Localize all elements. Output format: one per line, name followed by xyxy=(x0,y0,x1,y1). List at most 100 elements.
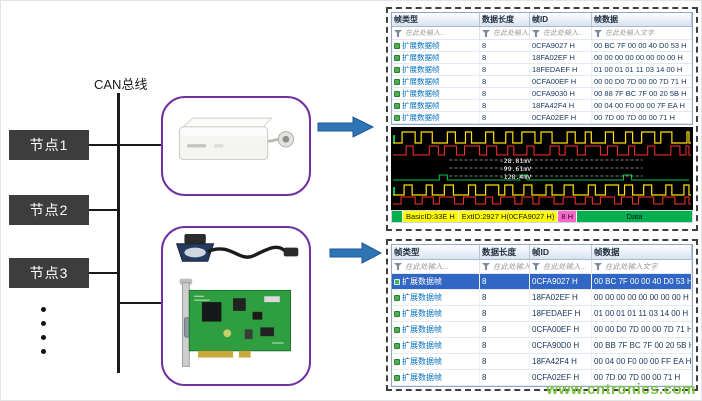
data-length-cell: 8 xyxy=(480,354,530,369)
frame-id-cell: 18FEDAEF H xyxy=(530,306,592,321)
data-length-cell: 8 xyxy=(480,306,530,321)
frame-icon xyxy=(394,326,400,333)
filter-funnel-icon[interactable] xyxy=(594,29,603,38)
decode-bar-segment: BasicID:33E H xyxy=(403,211,458,222)
filter-funnel-icon[interactable] xyxy=(532,262,541,271)
filter-input[interactable]: 在此处输入... xyxy=(480,27,530,39)
data-length-cell: 8 xyxy=(480,322,530,337)
data-length-cell: 8 xyxy=(480,274,530,289)
frame-id-cell: 0CFA02EF H xyxy=(530,112,592,123)
data-length-cell: 8 xyxy=(480,52,530,63)
column-header[interactable]: 数据长度 xyxy=(480,13,530,26)
column-header[interactable]: 数据长度 xyxy=(480,245,530,259)
frame-icon xyxy=(394,278,400,285)
frame-id-cell: 0CFA00EF H xyxy=(530,322,592,337)
column-header[interactable]: 帧类型 xyxy=(392,13,480,26)
frame-data-cell: 00 00 D0 7D 00 00 7D 71 H xyxy=(592,322,692,337)
watermark-text: www.cntronics.com xyxy=(546,381,696,398)
cursor-measurement-2: -99.61mV xyxy=(500,165,532,173)
frame-icon xyxy=(394,310,400,317)
frame-table-bottom: 帧类型数据长度帧ID帧数据在此处输入...在此处输入...在此处输入...在此处… xyxy=(391,244,693,387)
filter-input[interactable]: 在此处输入... xyxy=(480,260,530,273)
frame-data-cell: 01 00 01 01 11 03 14 00 H xyxy=(592,306,692,321)
filter-input[interactable]: 在此处输入... xyxy=(530,27,592,39)
frame-icon xyxy=(394,66,400,73)
frame-data-cell: 00 BC 7F 00 00 40 D0 53 H xyxy=(592,40,692,51)
column-header[interactable]: 帧类型 xyxy=(392,245,480,259)
frame-id-cell: 0CFA9027 H xyxy=(530,274,592,289)
bus-connector-line xyxy=(89,272,118,274)
frame-icon xyxy=(394,294,400,301)
filter-funnel-icon[interactable] xyxy=(532,29,541,38)
can-usb-analyzer-box xyxy=(161,96,311,196)
frame-id-cell: 18FA42F4 H xyxy=(530,354,592,369)
bus-connector-line xyxy=(89,209,118,211)
frame-id-cell: 0CFA90D0 H xyxy=(530,338,592,353)
filter-funnel-icon[interactable] xyxy=(482,262,491,271)
decode-bar-segment: ExtID:2927 H(0CFA9027 H) xyxy=(458,211,558,222)
frame-type-cell: 扩展数据帧 xyxy=(392,76,480,87)
frame-icon xyxy=(394,358,400,365)
filter-input[interactable]: 在此处输入... xyxy=(392,27,480,39)
can-usb-analyzer-photo xyxy=(178,117,295,160)
frame-data-cell: 00 BB 7F BC 7F 00 20 5B H xyxy=(592,338,692,353)
frame-id-cell: 0CFA9027 H xyxy=(530,40,592,51)
filter-funnel-icon[interactable] xyxy=(394,29,403,38)
filter-funnel-icon[interactable] xyxy=(594,262,603,271)
frame-id-cell: 0CFA9030 H xyxy=(530,88,592,99)
frame-data-cell: 01 00 01 01 11 03 14 00 H xyxy=(592,64,692,75)
filter-funnel-icon[interactable] xyxy=(482,29,491,38)
data-length-cell: 8 xyxy=(480,88,530,99)
frame-icon xyxy=(394,342,400,349)
cursor-measurement-3: -128.4mV xyxy=(500,173,532,181)
frame-id-cell: 0CFA02EF H xyxy=(530,370,592,385)
right-arrow-icon xyxy=(317,116,375,138)
frame-type-cell: 扩展数据帧 xyxy=(392,112,480,123)
cursor-measurement-1: -28.81mV xyxy=(500,157,532,165)
filter-input[interactable]: 在此处输入文字 xyxy=(592,260,692,273)
filter-input[interactable]: 在此处输入... xyxy=(530,260,592,273)
frame-data-cell: 00 04 00 F0 00 00 7F EA H xyxy=(592,100,692,111)
data-length-cell: 8 xyxy=(480,76,530,87)
frame-data-cell: 00 7D 00 7D 00 00 71 H xyxy=(592,370,692,385)
frame-data-cell: 00 88 7F BC 7F 00 20 5B H xyxy=(592,88,692,99)
waveform-plot: -28.81mV -99.61mV -128.4mV xyxy=(391,127,693,209)
more-nodes-ellipsis xyxy=(41,307,46,354)
table-filter-row: 在此处输入...在此处输入...在此处输入...在此处输入文字 xyxy=(392,260,692,274)
column-header[interactable]: 帧数据 xyxy=(592,13,692,26)
can-bus-label: CAN总线 xyxy=(94,77,148,92)
oscilloscope-display: -28.81mV -99.61mV -128.4mV BasicID:33E H… xyxy=(391,127,693,223)
filter-funnel-icon[interactable] xyxy=(394,262,403,271)
column-header[interactable]: 帧数据 xyxy=(592,245,692,259)
bus-connector-line xyxy=(118,302,161,304)
frame-data-cell: 00 04 00 F0 00 00 FF EA H xyxy=(592,354,692,369)
filter-input[interactable]: 在此处输入... xyxy=(392,260,480,273)
bus-node-2: 节点2 xyxy=(9,195,89,225)
frame-type-cell: 扩展数据帧 xyxy=(392,370,480,385)
frame-data-cell: 00 00 00 00 00 00 00 00 H xyxy=(592,290,692,305)
frame-type-cell: 扩展数据帧 xyxy=(392,40,480,51)
card-software-panel: 帧类型数据长度帧ID帧数据在此处输入...在此处输入...在此处输入...在此处… xyxy=(386,239,698,391)
data-length-cell: 8 xyxy=(480,64,530,75)
decode-bar-segment: 8 H xyxy=(558,211,576,222)
column-header[interactable]: 帧ID xyxy=(530,13,592,26)
column-header[interactable]: 帧ID xyxy=(530,245,592,259)
filter-input[interactable]: 在此处输入文字 xyxy=(592,27,692,39)
